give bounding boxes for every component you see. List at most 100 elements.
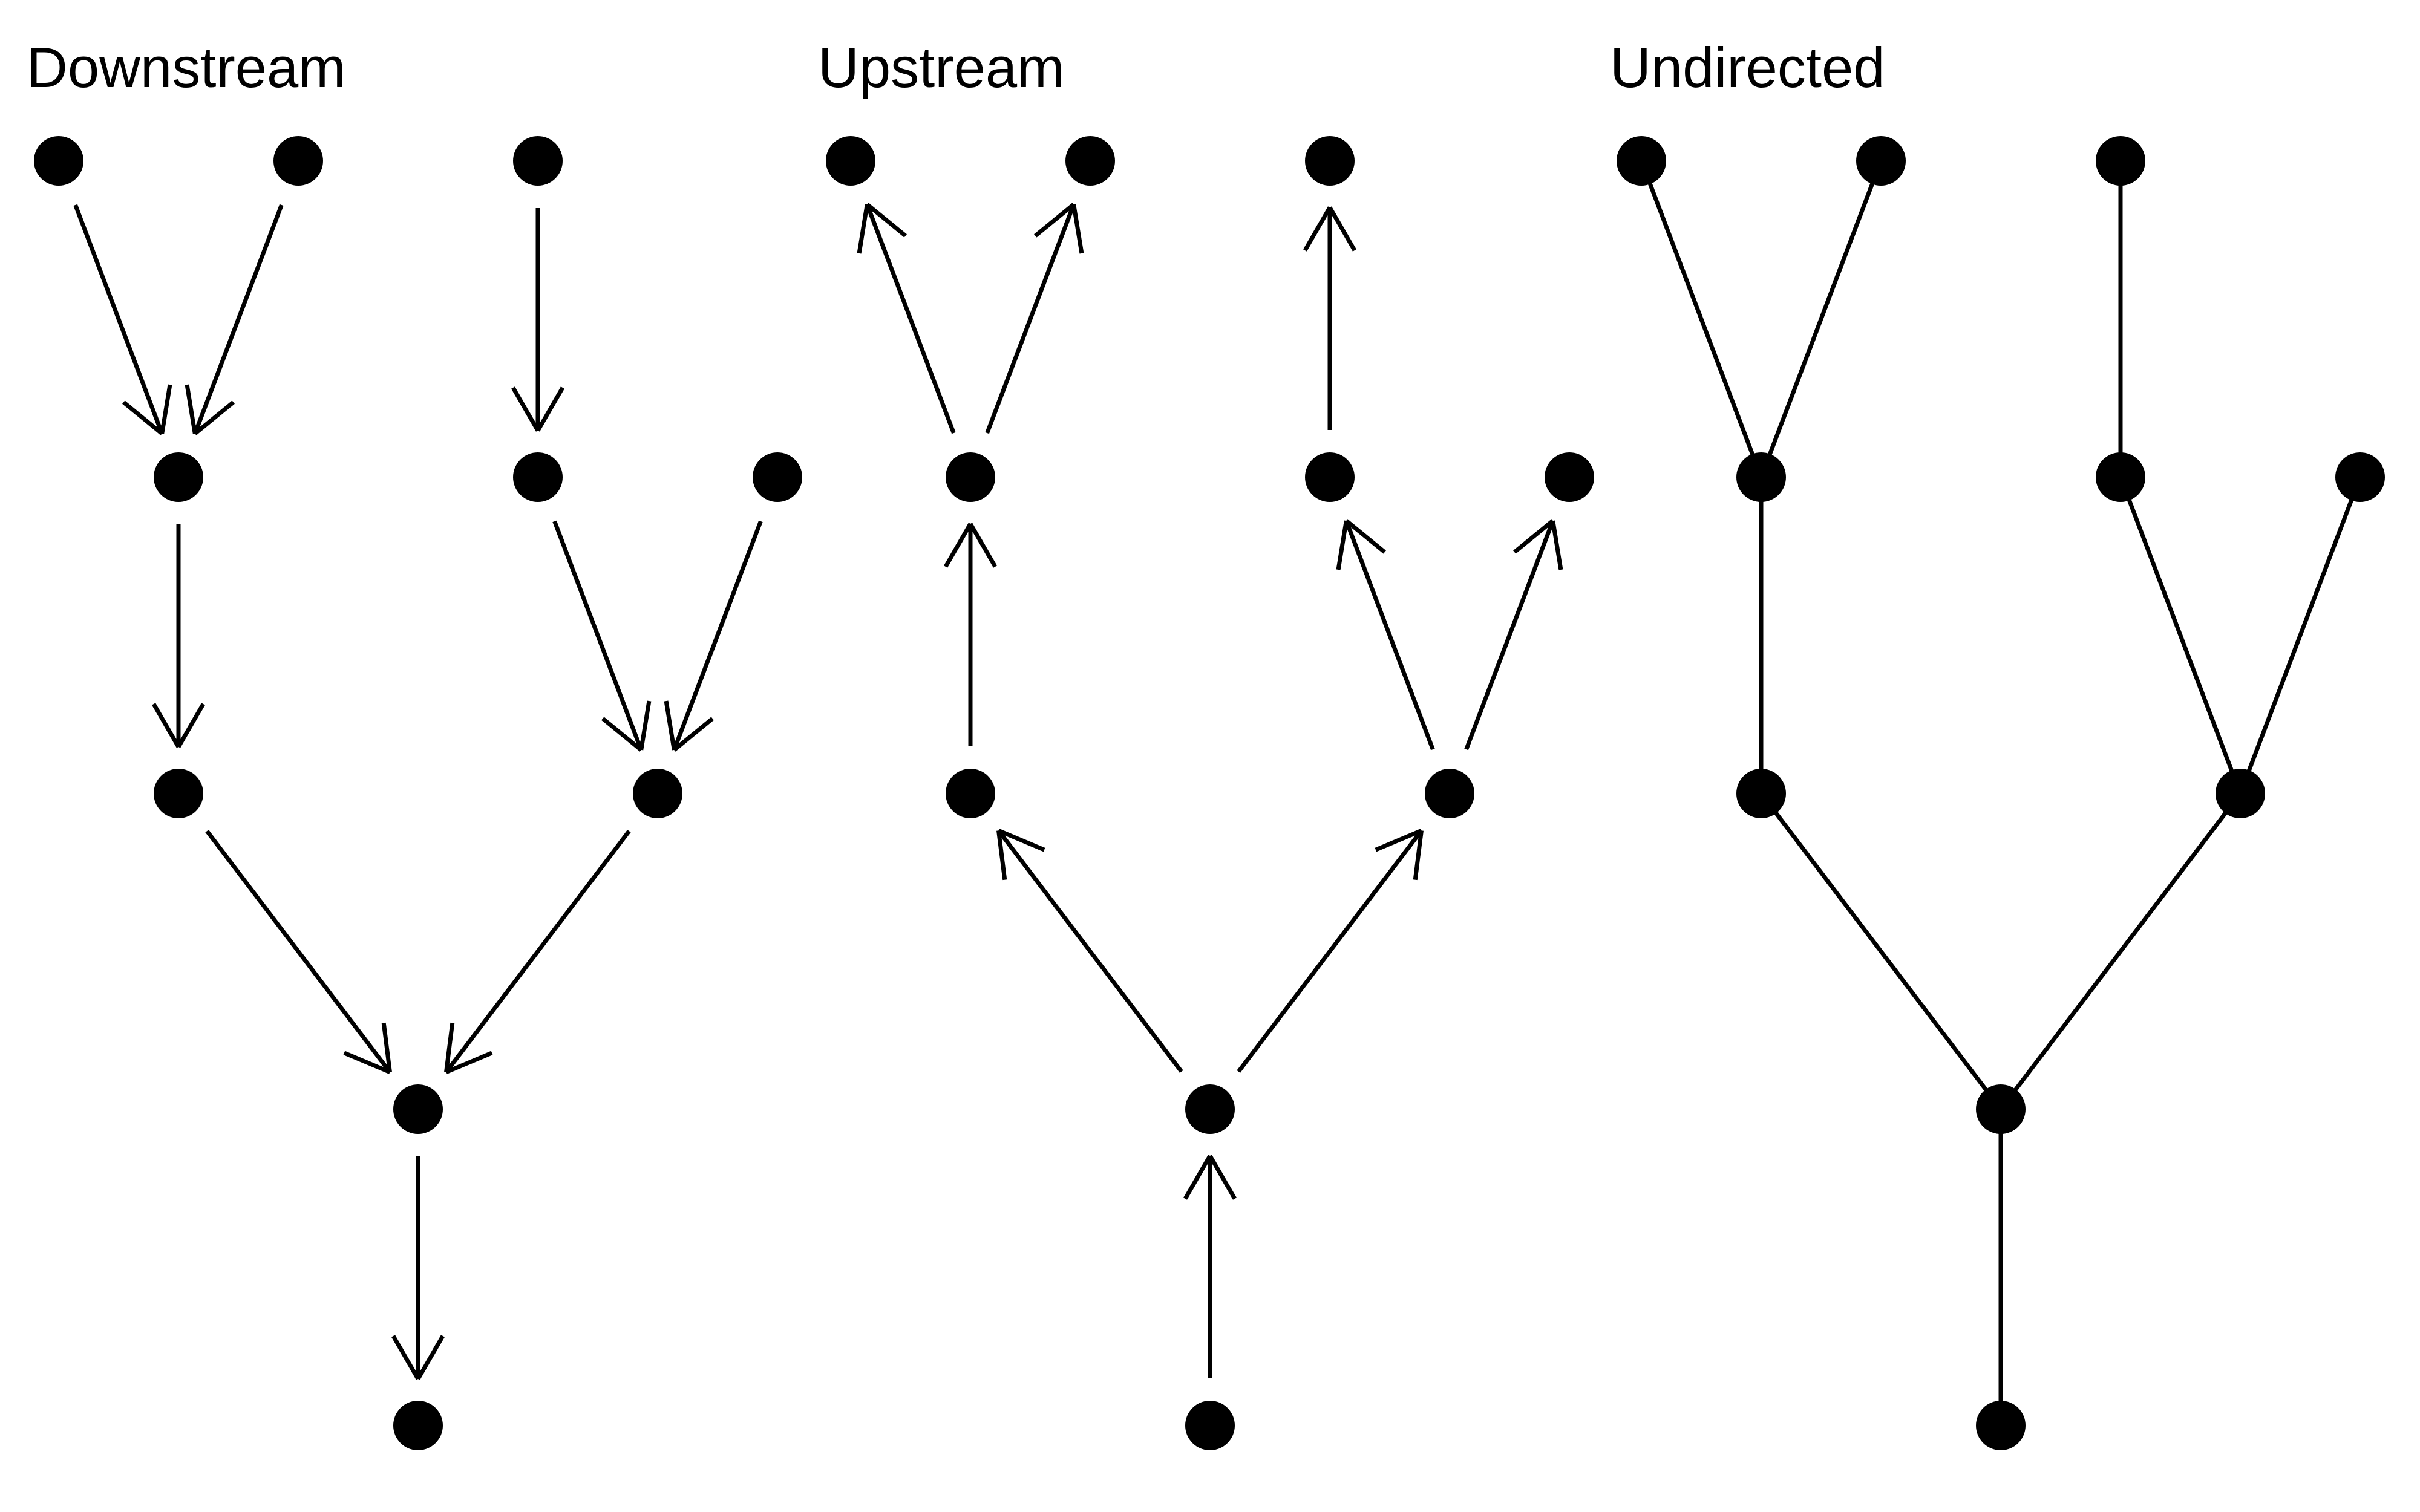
- arrowhead-barb: [1336, 520, 1349, 570]
- graph-node: [1545, 452, 1594, 502]
- graph-edge-arrow: [391, 1156, 445, 1380]
- graph-edge-arrow: [1183, 1155, 1237, 1378]
- graph-edge: [1999, 792, 2242, 1111]
- graph-node: [1856, 136, 1906, 186]
- graph-node: [2216, 769, 2265, 818]
- arrowhead-barb: [673, 717, 714, 752]
- arrowhead-barb: [1345, 519, 1386, 554]
- arrowhead-barb: [857, 204, 869, 254]
- arrowhead-barb: [535, 386, 565, 432]
- arrowhead-barb: [1327, 206, 1357, 252]
- panel-title: Upstream: [818, 36, 1064, 99]
- graph-edge: [2238, 476, 2363, 795]
- arrowhead-barb: [1183, 1155, 1212, 1200]
- arrowhead-barb: [664, 700, 676, 751]
- graph-node: [946, 769, 995, 818]
- graph-node: [273, 136, 323, 186]
- graph-edge-arrow: [552, 520, 652, 752]
- graph-node: [1185, 1084, 1235, 1134]
- graph-edge-arrow: [73, 204, 172, 435]
- arrowhead-barb: [1551, 520, 1563, 570]
- graph-edge: [1639, 160, 1764, 478]
- arrowhead-barb: [943, 523, 973, 568]
- arrowhead-barb: [122, 400, 163, 435]
- edge-line: [1999, 792, 2242, 1111]
- graph-node: [1736, 769, 1786, 818]
- edge-shaft: [672, 520, 763, 751]
- edge-shaft: [444, 830, 631, 1074]
- arrowhead-barb: [1208, 1155, 1237, 1200]
- graph-edge-arrow: [205, 830, 392, 1074]
- panel-title: Downstream: [27, 36, 346, 99]
- arrowhead-barb: [381, 1022, 392, 1073]
- arrowhead-barb: [176, 703, 206, 748]
- graph-edge-arrow: [1303, 206, 1357, 430]
- panel-undirected: Undirected: [1610, 36, 2385, 1450]
- arrowhead-barb: [1303, 206, 1332, 252]
- arrowhead-barb: [444, 1022, 455, 1073]
- graph-edge-arrow: [151, 524, 206, 748]
- graph-edge: [1759, 160, 1883, 478]
- edge-shaft: [1237, 829, 1424, 1073]
- arrowhead-barb: [1513, 519, 1554, 554]
- edge-shaft: [996, 829, 1183, 1073]
- graph-node: [1305, 136, 1355, 186]
- graph-edge: [2118, 476, 2243, 795]
- edge-shaft: [1464, 520, 1555, 751]
- graph-node: [393, 1084, 443, 1134]
- graph-node: [2096, 452, 2145, 502]
- arrowhead-barb: [160, 384, 172, 434]
- graph-node: [946, 452, 995, 502]
- panel-downstream: Downstream: [27, 36, 802, 1450]
- arrowhead-barb: [391, 1335, 420, 1380]
- graph-node: [2096, 136, 2145, 186]
- edge-shaft: [192, 204, 284, 435]
- graph-node: [826, 136, 875, 186]
- graph-node: [513, 452, 563, 502]
- graph-edge-arrow: [857, 203, 956, 434]
- arrowhead-barb: [866, 203, 907, 238]
- graph-edge-arrow: [985, 203, 1084, 434]
- graph-edge-arrow: [1237, 829, 1424, 1073]
- arrowhead-barb: [601, 717, 643, 752]
- graph-node: [1617, 136, 1666, 186]
- graph-node: [154, 769, 203, 818]
- graph-edge-arrow: [664, 520, 763, 752]
- arrowhead-barb: [998, 829, 1045, 852]
- arrowhead-barb: [343, 1051, 391, 1074]
- graph-node: [1305, 452, 1355, 502]
- edge-shaft: [205, 830, 392, 1074]
- edge-line: [1639, 160, 1764, 478]
- arrowhead-barb: [1413, 830, 1424, 881]
- arrowhead-barb: [639, 700, 652, 751]
- graph-node: [1185, 1401, 1235, 1450]
- graph-edge-arrow: [185, 204, 284, 435]
- arrowhead-barb: [1375, 829, 1422, 852]
- panel-upstream: Upstream: [818, 36, 1594, 1450]
- graph-edge-arrow: [996, 829, 1183, 1073]
- graph-edge-arrow: [943, 523, 998, 746]
- graph-edge-arrow: [1464, 519, 1563, 751]
- graph-node: [1976, 1401, 2026, 1450]
- graph-node: [1065, 136, 1115, 186]
- graph-edge-arrow: [1336, 519, 1435, 751]
- arrowhead-barb: [194, 400, 235, 435]
- edge-shaft: [985, 203, 1076, 434]
- arrowhead-barb: [996, 830, 1007, 881]
- graph-node: [513, 136, 563, 186]
- arrowhead-barb: [445, 1051, 493, 1074]
- graph-node: [2335, 452, 2385, 502]
- edge-line: [1759, 160, 1883, 478]
- graph-edge: [1759, 792, 2003, 1111]
- edge-shaft: [1344, 520, 1435, 751]
- arrowhead-barb: [1034, 203, 1075, 238]
- panel-title: Undirected: [1610, 36, 1885, 99]
- arrowhead-barb: [151, 703, 181, 748]
- graph-node: [1976, 1084, 2026, 1134]
- edge-line: [1759, 792, 2003, 1111]
- arrowhead-barb: [511, 386, 540, 432]
- edge-line: [2238, 476, 2363, 795]
- arrowhead-barb: [185, 384, 197, 434]
